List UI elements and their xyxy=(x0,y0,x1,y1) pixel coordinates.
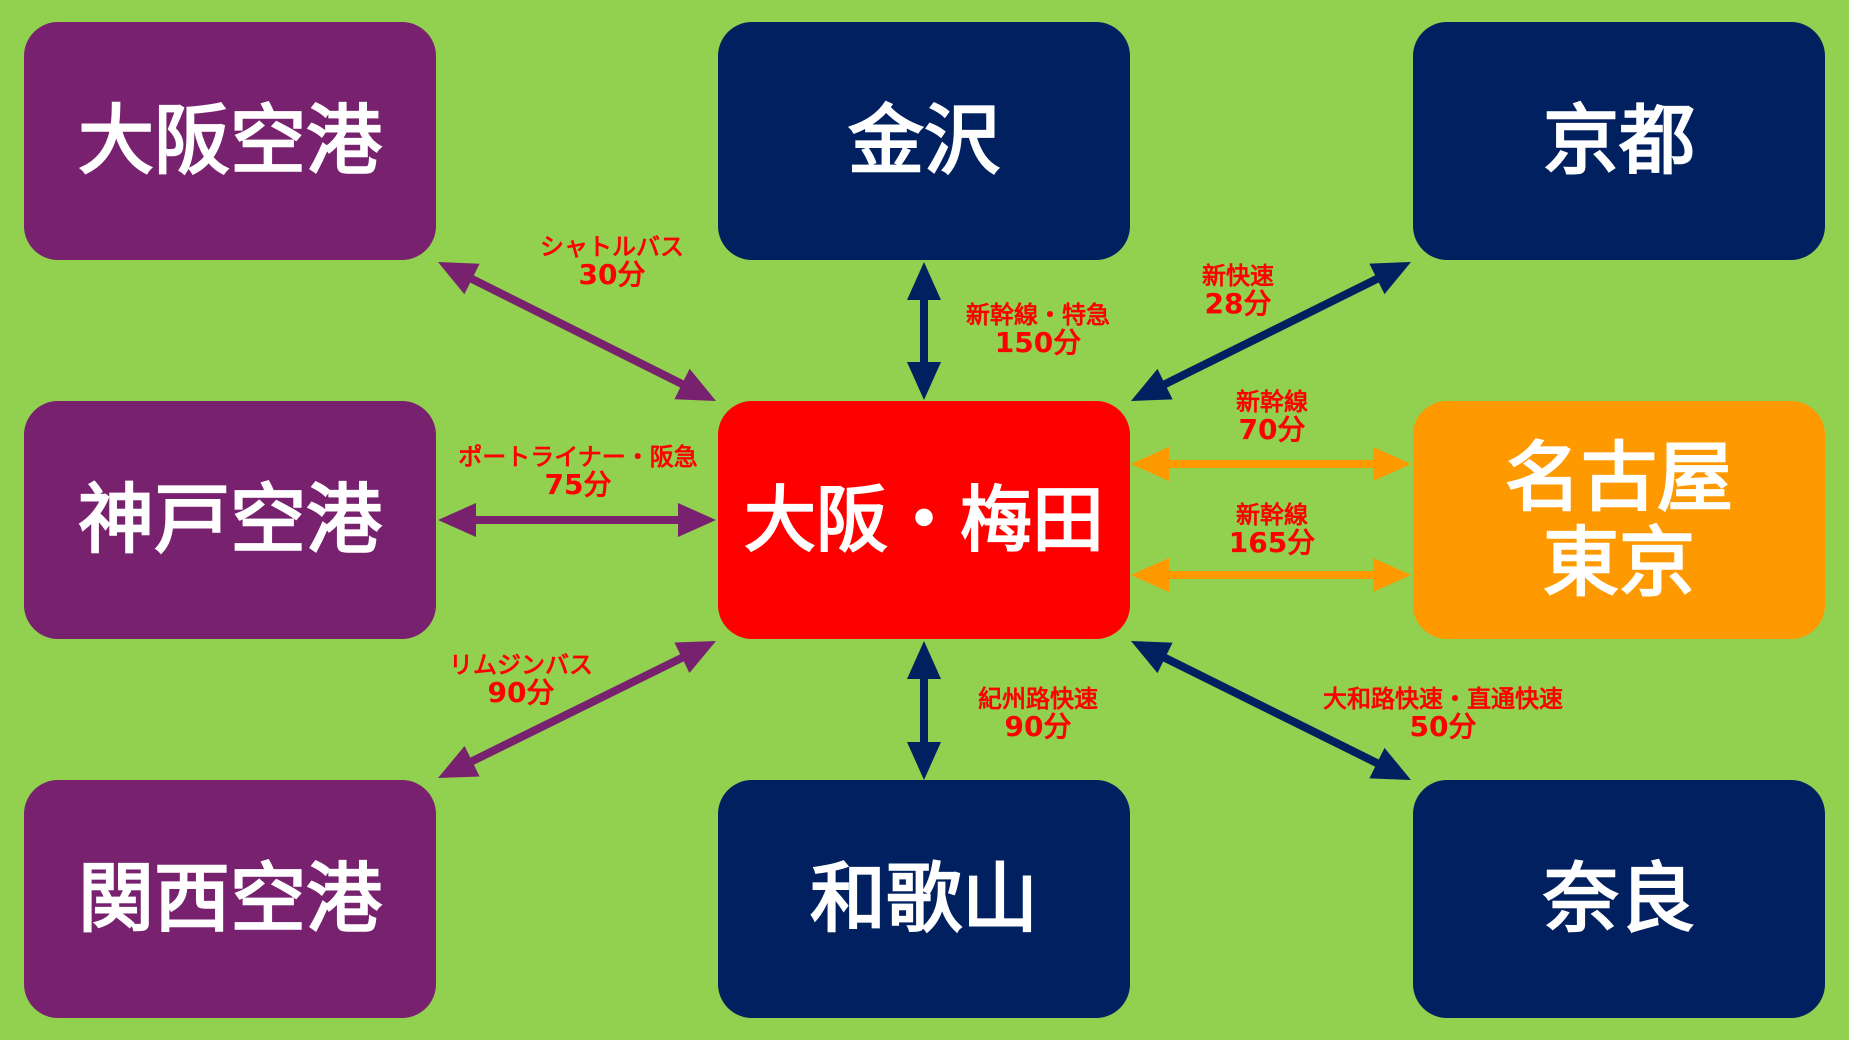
link-label-nara: 大和路快速・直通快速 50分 xyxy=(1323,686,1563,743)
node-kansai-airport-label: 関西空港 xyxy=(78,854,382,944)
arrow-tokyo-head-start xyxy=(1131,558,1169,592)
node-kansai-airport: 関西空港 xyxy=(24,780,436,1018)
arrow-kyoto-head-end xyxy=(1369,262,1411,295)
link-label-osaka-airport: シャトルバス 30分 xyxy=(540,234,684,291)
arrow-nara-head-start xyxy=(1131,641,1173,674)
arrow-kobe-airport-head-start xyxy=(438,503,476,537)
node-osaka-umeda-hub: 大阪・梅田 xyxy=(718,401,1130,639)
arrow-nara-shaft xyxy=(1159,652,1383,769)
node-osaka-airport-label: 大阪空港 xyxy=(78,96,382,186)
arrow-wakayama-head-end xyxy=(907,742,941,780)
node-kobe-airport-label: 神戸空港 xyxy=(78,475,382,565)
arrow-kyoto-shaft xyxy=(1159,273,1383,390)
arrow-kansai-airport-shaft xyxy=(466,652,688,767)
link-route-osaka-airport: シャトルバス xyxy=(540,233,684,261)
arrow-kansai-airport xyxy=(438,641,716,778)
link-route-kobe-airport: ポートライナー・阪急 xyxy=(458,443,698,471)
arrow-kansai-airport-head-end xyxy=(674,641,716,674)
link-route-kyoto: 新快速 xyxy=(1202,262,1274,290)
link-time-kanazawa: 150分 xyxy=(994,326,1082,360)
arrow-tokyo xyxy=(1131,558,1411,592)
node-nagoya-tokyo: 名古屋 東京 xyxy=(1413,401,1825,639)
arrow-kanazawa-head-end xyxy=(907,362,941,400)
arrow-kanazawa-head-start xyxy=(907,262,941,300)
link-time-tokyo: 165分 xyxy=(1228,526,1316,560)
arrow-kansai-airport-head-start xyxy=(438,745,480,778)
link-label-tokyo: 新幹線 165分 xyxy=(1229,502,1315,559)
node-nara: 奈良 xyxy=(1413,780,1825,1018)
link-time-kansai-airport: 90分 xyxy=(487,676,555,710)
link-time-wakayama: 90分 xyxy=(1004,710,1072,744)
link-time-nagoya: 70分 xyxy=(1238,413,1306,447)
link-route-wakayama: 紀州路快速 xyxy=(978,685,1098,713)
node-kobe-airport: 神戸空港 xyxy=(24,401,436,639)
node-kanazawa-label: 金沢 xyxy=(848,96,1000,186)
arrow-osaka-airport-head-end xyxy=(674,368,716,401)
arrow-kyoto xyxy=(1131,262,1411,401)
link-time-nara: 50分 xyxy=(1409,710,1477,744)
arrow-osaka-airport-shaft xyxy=(466,273,688,390)
arrow-nara xyxy=(1131,641,1411,780)
arrow-wakayama-head-start xyxy=(907,641,941,679)
link-label-kansai-airport: リムジンバス 90分 xyxy=(449,652,593,709)
link-time-osaka-airport: 30分 xyxy=(578,258,646,292)
arrow-kanazawa xyxy=(907,262,941,400)
node-nagoya-tokyo-label: 名古屋 東京 xyxy=(1505,432,1733,607)
link-time-kobe-airport: 75分 xyxy=(544,468,612,502)
link-route-tokyo: 新幹線 xyxy=(1235,501,1308,529)
arrow-wakayama xyxy=(907,641,941,780)
arrow-tokyo-head-end xyxy=(1373,558,1411,592)
node-osaka-airport: 大阪空港 xyxy=(24,22,436,260)
link-route-nagoya: 新幹線 xyxy=(1236,388,1308,416)
link-route-nara: 大和路快速・直通快速 xyxy=(1323,685,1563,713)
arrow-osaka-airport-head-start xyxy=(438,262,480,295)
link-label-kanazawa: 新幹線・特急 150分 xyxy=(966,302,1110,359)
link-label-nagoya: 新幹線 70分 xyxy=(1236,389,1308,446)
node-wakayama: 和歌山 xyxy=(718,780,1130,1018)
node-kanazawa: 金沢 xyxy=(718,22,1130,260)
arrow-nagoya-head-end xyxy=(1373,447,1411,481)
link-time-kyoto: 28分 xyxy=(1204,287,1272,321)
arrow-kobe-airport-head-end xyxy=(678,503,716,537)
arrow-kobe-airport xyxy=(438,503,716,537)
arrow-osaka-airport xyxy=(438,262,716,401)
link-label-wakayama: 紀州路快速 90分 xyxy=(978,686,1098,743)
link-label-kobe-airport: ポートライナー・阪急 75分 xyxy=(458,444,698,501)
arrow-nara-head-end xyxy=(1369,747,1411,780)
node-osaka-umeda-label: 大阪・梅田 xyxy=(743,477,1104,562)
link-route-kansai-airport: リムジンバス xyxy=(449,651,593,679)
node-wakayama-label: 和歌山 xyxy=(810,854,1038,944)
arrow-kyoto-head-start xyxy=(1131,368,1173,401)
link-label-kyoto: 新快速 28分 xyxy=(1202,263,1274,320)
node-kyoto-label: 京都 xyxy=(1543,96,1695,186)
link-route-kanazawa: 新幹線・特急 xyxy=(966,301,1110,329)
node-nara-label: 奈良 xyxy=(1543,854,1695,944)
arrow-nagoya-head-start xyxy=(1131,447,1169,481)
node-kyoto: 京都 xyxy=(1413,22,1825,260)
arrow-nagoya xyxy=(1131,447,1411,481)
